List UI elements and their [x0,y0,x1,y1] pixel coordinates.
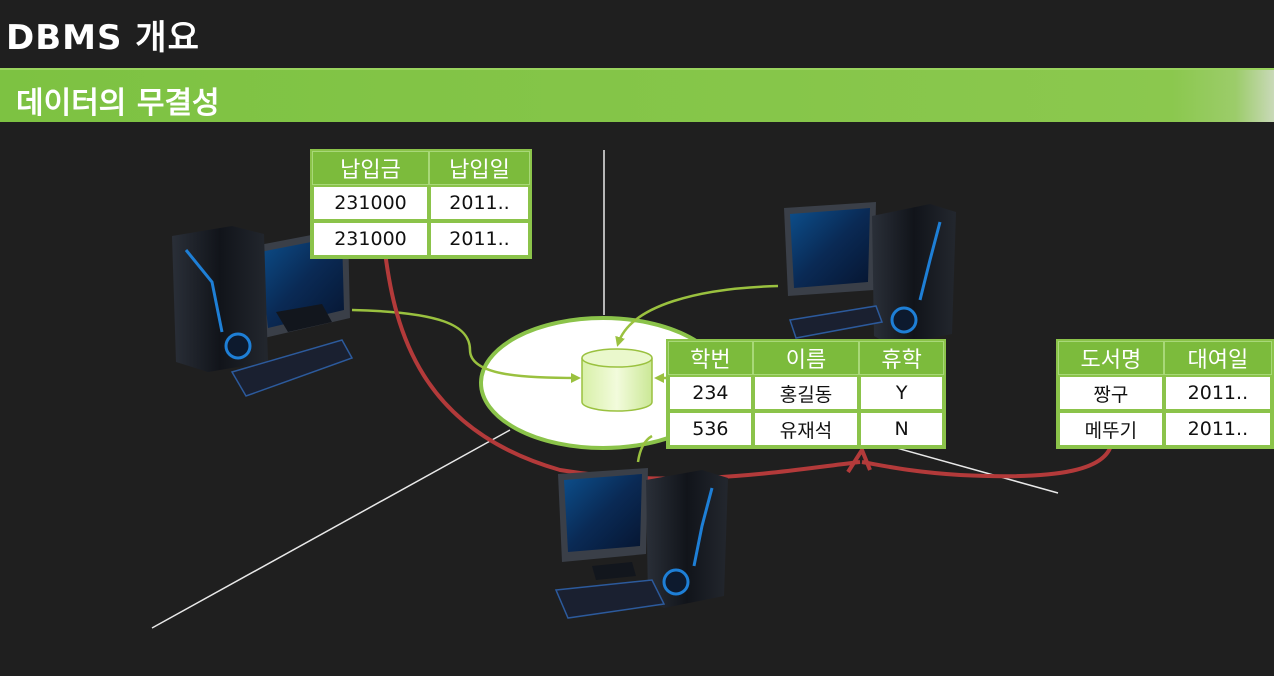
table-cell: 231000 [312,185,429,221]
table-header: 납입금 [312,151,429,185]
table-row: 메뚜기 2011.. [1058,411,1272,447]
student-table: 학번 이름 휴학 234 홍길동 Y 536 유재석 N [666,339,946,449]
database-cylinder-icon [581,348,653,412]
slide-title: DBMS 개요 [6,18,200,58]
table-cell: N [859,411,944,447]
desktop-computer-icon [554,468,728,619]
table-header: 이름 [752,341,860,375]
payment-table: 납입금 납입일 231000 2011.. 231000 2011.. [310,149,532,259]
desktop-computer-icon [172,226,354,397]
table-row: 231000 2011.. [312,221,530,257]
table-header: 휴학 [859,341,944,375]
axis-line-left [151,429,511,629]
table-header: 납입일 [428,151,530,185]
library-table: 도서명 대여일 짱구 2011.. 메뚜기 2011.. [1056,339,1274,449]
green-arrow-left [351,308,581,383]
table-header: 대여일 [1163,341,1272,375]
table-cell: 2011.. [1163,411,1272,447]
green-arrow-bottom [636,434,653,463]
table-cell: 536 [668,411,753,447]
table-header: 학번 [668,341,753,375]
table-row: 234 홍길동 Y [668,375,944,411]
table-cell: 2011.. [1163,375,1272,411]
table-cell: 메뚜기 [1058,411,1164,447]
table-cell: 2011.. [428,185,530,221]
table-cell: Y [859,375,944,411]
table-header: 도서명 [1058,341,1164,375]
green-arrow-top-right [615,284,779,347]
section-banner: 데이터의 무결성 [0,68,1274,122]
table-cell: 홍길동 [752,375,860,411]
table-cell: 2011.. [428,221,530,257]
section-title: 데이터의 무결성 [16,86,220,121]
red-arrow-right [861,439,1114,479]
table-cell: 231000 [312,221,429,257]
table-cell: 짱구 [1058,375,1164,411]
table-row: 536 유재석 N [668,411,944,447]
table-cell: 234 [668,375,753,411]
table-row: 231000 2011.. [312,185,530,221]
table-row: 짱구 2011.. [1058,375,1272,411]
red-arrow-head [846,448,872,474]
table-cell: 유재석 [752,411,860,447]
desktop-computer-icon [784,202,956,346]
red-arrow-left [383,251,861,481]
